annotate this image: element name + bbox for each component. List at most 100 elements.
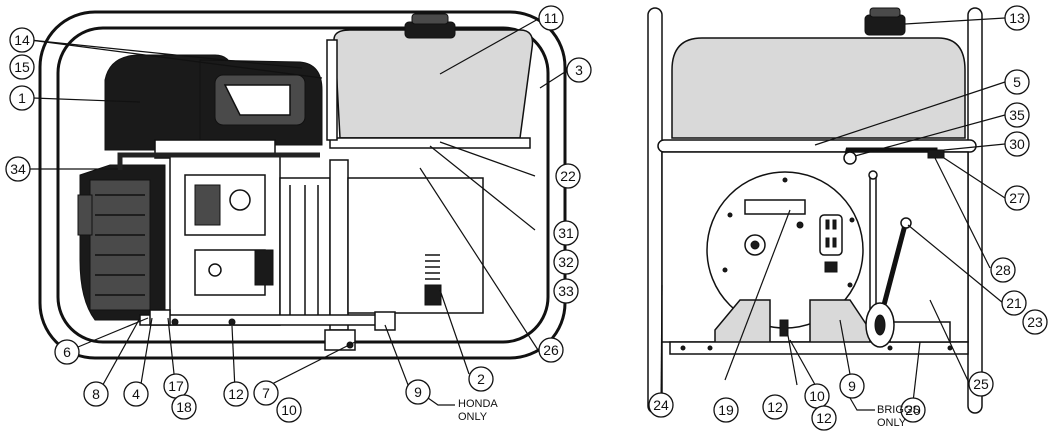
svg-text:11: 11 <box>544 10 559 26</box>
callout-15: 15 <box>9 54 35 80</box>
post-left <box>647 7 663 414</box>
mount-right <box>374 311 396 331</box>
callout-14: 14 <box>9 27 35 53</box>
svg-text:10: 10 <box>281 402 297 418</box>
callout-8: 8 <box>83 381 109 407</box>
svg-text:31: 31 <box>558 225 574 241</box>
callout-10-right: 10 <box>804 383 830 409</box>
callout-6: 6 <box>54 339 80 365</box>
callout-12: 12 <box>223 381 249 407</box>
svg-text:5: 5 <box>1013 74 1021 90</box>
svg-text:15: 15 <box>14 59 30 75</box>
note-briggs-line1: BRIGGS <box>877 404 920 416</box>
svg-text:19: 19 <box>718 402 734 418</box>
svg-text:35: 35 <box>1009 107 1025 123</box>
leader-lines <box>29 17 1006 411</box>
callout-26: 26 <box>538 337 564 363</box>
svg-text:3: 3 <box>575 62 583 78</box>
callout-23: 24 <box>648 392 674 418</box>
svg-text:25: 25 <box>973 376 989 392</box>
svg-text:10: 10 <box>809 388 825 404</box>
callout-19: 20 <box>900 397 926 423</box>
svg-text:24: 24 <box>653 397 669 413</box>
svg-text:13: 13 <box>1009 10 1025 26</box>
svg-text:4: 4 <box>132 386 140 402</box>
svg-text:20: 20 <box>905 402 921 418</box>
fuel-tank-end <box>671 37 966 139</box>
svg-text:14: 14 <box>14 32 30 48</box>
callout-28: 30 <box>1004 131 1030 157</box>
svg-text:7: 7 <box>262 385 270 401</box>
svg-text:18: 18 <box>176 399 192 415</box>
svg-text:26: 26 <box>543 342 559 358</box>
callout-24: 25 <box>968 371 994 397</box>
callout-34: 34 <box>5 156 31 182</box>
callout-27: 28 <box>990 257 1016 283</box>
callout-21: 23 <box>1022 309 1048 335</box>
callout-12-right: 12 <box>811 405 837 431</box>
callout-22: 22 <box>555 163 581 189</box>
fuel-cap <box>864 14 906 36</box>
callout-5: 5 <box>1004 69 1030 95</box>
callout-30: 35 <box>1004 102 1030 128</box>
svg-text:17: 17 <box>168 378 184 394</box>
callout-10: 10 <box>276 397 302 423</box>
frame-inner <box>56 26 550 344</box>
svg-text:12: 12 <box>767 399 783 415</box>
callout-4: 4 <box>123 381 149 407</box>
mount-left <box>149 309 171 326</box>
svg-text:30: 30 <box>1009 136 1025 152</box>
battery-tray <box>889 321 951 343</box>
callout-35: 12 <box>762 394 788 420</box>
left-view-drawing <box>38 10 567 360</box>
fuel-tank <box>333 13 534 139</box>
svg-text:8: 8 <box>92 386 100 402</box>
callout-11: 11 <box>538 5 564 31</box>
svg-text:22: 22 <box>560 168 576 184</box>
callout-31: 31 <box>553 220 579 246</box>
callout-9: 9 <box>405 379 431 405</box>
callout-32: 32 <box>553 249 579 275</box>
lift-handle-left <box>117 152 320 170</box>
callout-17: 17 <box>163 373 189 399</box>
callouts: 14 15 1 34 11 3 22 31 32 33 26 2 6 8 4 1… <box>5 5 1048 431</box>
control-panel <box>706 171 864 329</box>
engine <box>77 54 323 326</box>
callout-1: 1 <box>9 85 35 111</box>
svg-text:32: 32 <box>558 254 574 270</box>
callout-3: 3 <box>566 57 592 83</box>
callout-20: 21 <box>1001 290 1027 316</box>
support-rod <box>869 174 877 316</box>
svg-text:9: 9 <box>414 384 422 400</box>
callout-25: 27 <box>1004 185 1030 211</box>
svg-text:21: 21 <box>1006 295 1022 311</box>
svg-text:34: 34 <box>10 161 26 177</box>
svg-text:2: 2 <box>477 371 485 387</box>
svg-text:23: 23 <box>1027 314 1043 330</box>
svg-text:33: 33 <box>558 283 574 299</box>
svg-text:9: 9 <box>848 378 856 394</box>
callout-2: 2 <box>468 366 494 392</box>
svg-text:28: 28 <box>995 262 1011 278</box>
callout-13: 13 <box>1004 5 1030 31</box>
svg-text:27: 27 <box>1009 190 1025 206</box>
footer-plate <box>669 341 969 355</box>
note-briggs-line2: ONLY <box>877 417 907 429</box>
callout-7: 7 <box>253 380 279 406</box>
svg-text:12: 12 <box>816 410 832 426</box>
tank-bracket <box>326 39 338 141</box>
right-view-drawing <box>647 7 983 414</box>
alternator <box>279 159 484 331</box>
callout-18: 18 <box>171 394 197 420</box>
callout-9-right: 9 <box>839 373 865 399</box>
svg-text:6: 6 <box>63 344 71 360</box>
svg-text:12: 12 <box>228 386 244 402</box>
note-honda-line1: HONDA <box>458 398 498 410</box>
note-honda-line2: ONLY <box>458 411 488 423</box>
callout-33: 33 <box>553 278 579 304</box>
tank-support-bar <box>329 137 531 149</box>
callout-16: 19 <box>713 397 739 423</box>
svg-text:1: 1 <box>18 90 26 106</box>
